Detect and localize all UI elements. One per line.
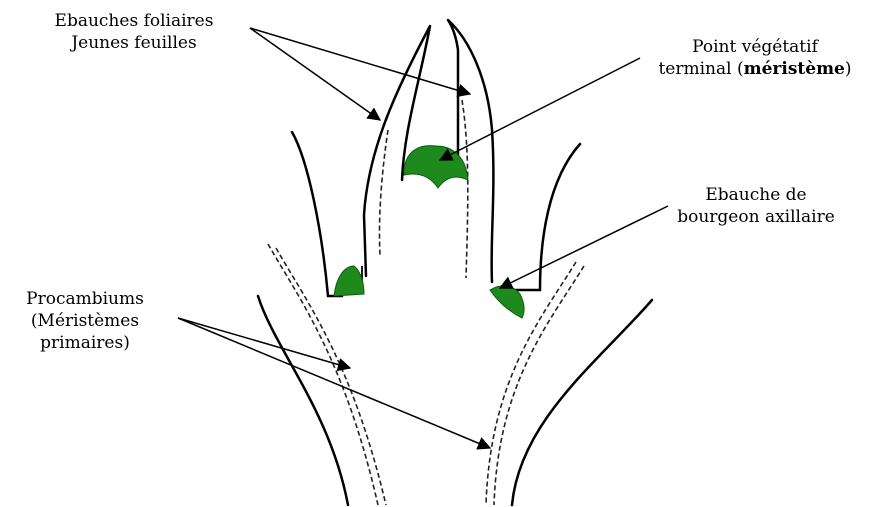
label-apical-meristem-line1: Point végétatif (650, 36, 860, 58)
procambium-center-right (462, 100, 468, 278)
leader-arrows (178, 28, 668, 448)
axillary-bud-left (334, 266, 364, 296)
label-axillary-bud-line1: Ebauche de (656, 184, 856, 206)
arrow-foliaires-left (250, 28, 380, 120)
label-apical-meristem: Point végétatif terminal (méristème) (650, 36, 860, 80)
arrow-foliaires-right (250, 28, 470, 94)
label-procambium-line3: primaires) (0, 332, 170, 354)
label-apical-meristem-suffix: ) (845, 59, 852, 79)
label-procambium-line1: Procambiums (0, 288, 170, 310)
stem-outline (258, 296, 652, 505)
label-leaf-primordia-line1: Ebauches foliaires (24, 10, 244, 32)
right-lateral-leaf (512, 144, 580, 290)
arrow-procambium-2 (178, 318, 490, 448)
label-apical-meristem-line2: terminal (méristème) (650, 58, 860, 80)
left-lateral-leaf (292, 132, 342, 296)
stem-left-edge (258, 296, 348, 505)
procambium-center-left (379, 130, 388, 255)
label-apical-meristem-prefix: terminal ( (658, 59, 743, 79)
arrow-bourgeon (500, 206, 668, 288)
label-procambium-line2: (Méristèmes (0, 310, 170, 332)
label-leaf-primordia-line2: Jeunes feuilles (24, 32, 244, 54)
label-axillary-bud-line2: bourgeon axillaire (656, 206, 856, 228)
central-right-leaf (448, 20, 493, 282)
label-axillary-bud: Ebauche de bourgeon axillaire (656, 184, 856, 228)
label-procambium: Procambiums (Méristèmes primaires) (0, 288, 170, 354)
label-apical-meristem-bold: méristème (744, 59, 845, 79)
label-leaf-primordia: Ebauches foliaires Jeunes feuilles (24, 10, 244, 54)
arrow-meristeme (440, 58, 640, 160)
